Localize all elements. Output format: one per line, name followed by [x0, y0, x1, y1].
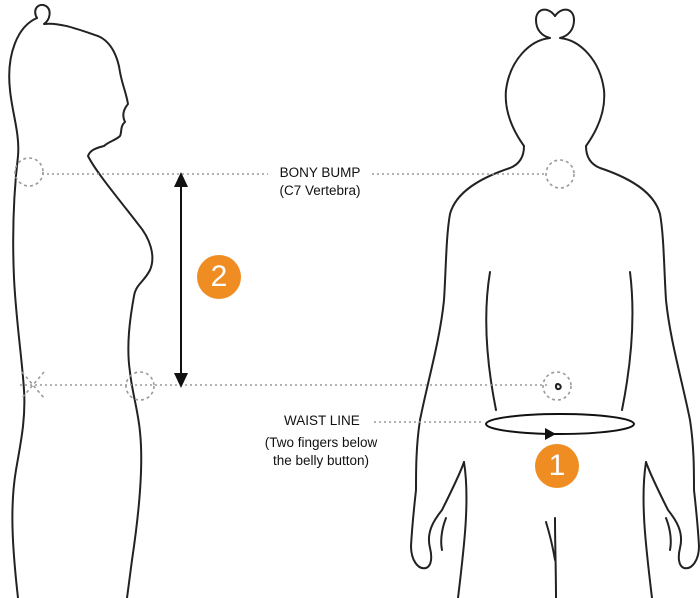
waist-line-label: WAIST LINE [284, 412, 374, 430]
waist-note-line-2: the belly button) [272, 453, 370, 468]
side-profile-figure [8, 4, 154, 598]
step-2-badge: 2 [197, 255, 241, 299]
bony-bump-title: BONY BUMP [279, 165, 361, 180]
waist-measure-loop [485, 413, 635, 440]
waist-arrow-head [545, 428, 556, 440]
arrow-head-bottom [174, 373, 188, 388]
point-markers [14, 157, 575, 401]
side-waist-marker [125, 371, 155, 401]
waist-note: (Two fingers below the belly button) [246, 434, 396, 470]
waist-line-title: WAIST LINE [284, 413, 360, 428]
guide-lines [20, 173, 548, 423]
arrow-head-top [174, 172, 188, 187]
waist-note-line-1: (Two fingers below [264, 435, 378, 450]
back-c7-marker [545, 159, 575, 189]
bony-bump-label: BONY BUMP (C7 Vertebra) [268, 164, 372, 200]
bony-bump-subtitle: (C7 Vertebra) [279, 183, 361, 198]
back-length-arrow [174, 172, 188, 388]
step-1-badge: 1 [535, 444, 579, 488]
side-c7-marker [14, 157, 44, 187]
back-waist-marker [542, 371, 572, 401]
back-view-figure [410, 8, 700, 598]
